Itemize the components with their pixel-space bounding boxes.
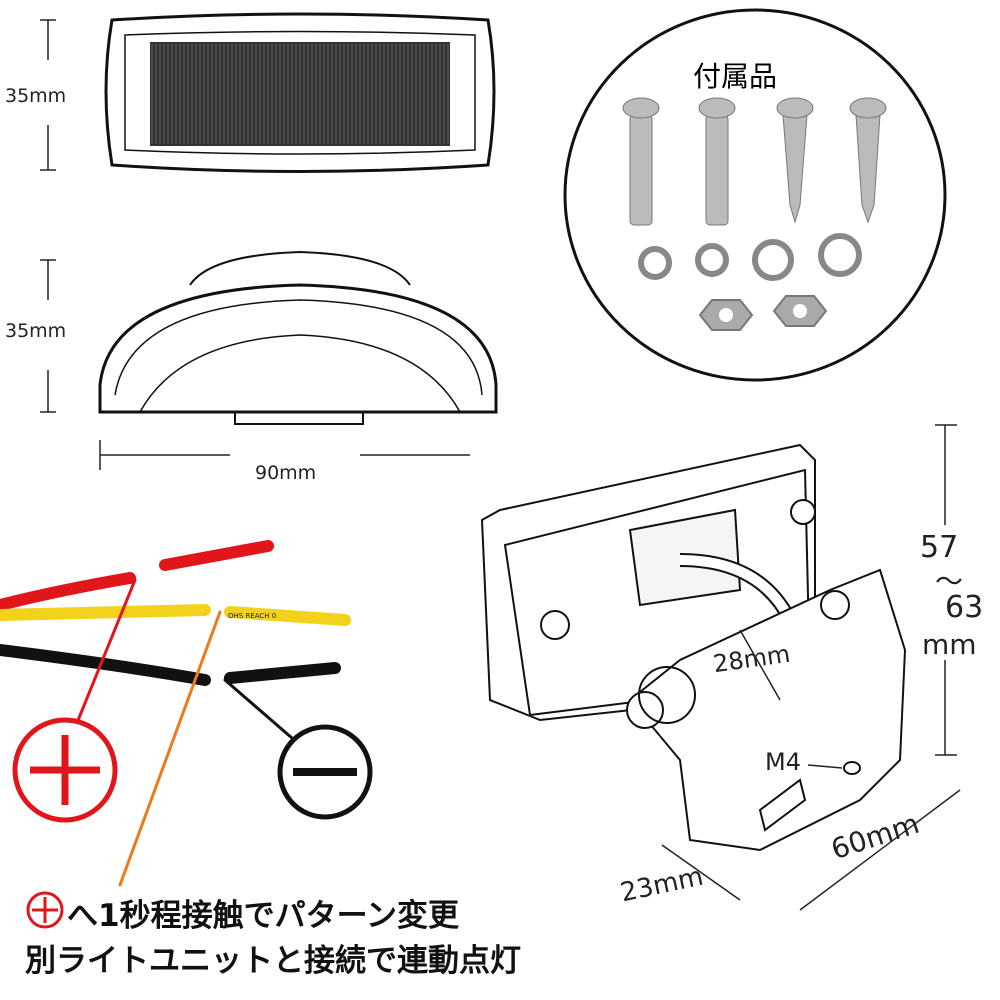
bracket-height-unit: mm: [922, 628, 977, 661]
dimension-lines: [40, 19, 957, 756]
accessories-circle: [563, 8, 947, 382]
caption-line-1-text: へ1秒程接触でパターン変更: [67, 898, 460, 934]
bracket-dim-lines: [661, 629, 961, 911]
width-label: 90mm: [255, 462, 317, 484]
negative-symbol: [277, 724, 373, 820]
caption-line-2: 別ライトユニットと接続で連動点灯: [25, 943, 521, 979]
caption-line-1: +へ1秒程接触でパターン変更: [25, 890, 459, 935]
caption-plus-text: +: [25, 898, 67, 934]
top-view-grille: /*placeholder*/: [151, 44, 449, 144]
wire-print: OHS REACH 0: [228, 612, 277, 620]
caption-plus-icon: [26, 891, 64, 929]
screw-size-label: M4: [765, 748, 801, 776]
side-view-light: [98, 250, 498, 425]
top-height-label: 35mm: [5, 85, 67, 107]
side-height-label: 35mm: [5, 320, 67, 342]
wires: [0, 540, 351, 887]
accessories-title: 付属品: [693, 60, 778, 93]
positive-symbol: [12, 717, 118, 823]
bracket-height-bottom: 63: [945, 590, 984, 625]
bracket-height-tilde: 〜: [935, 565, 964, 598]
bracket-height-top: 57: [920, 530, 959, 565]
bracket-drawing: [480, 443, 907, 852]
